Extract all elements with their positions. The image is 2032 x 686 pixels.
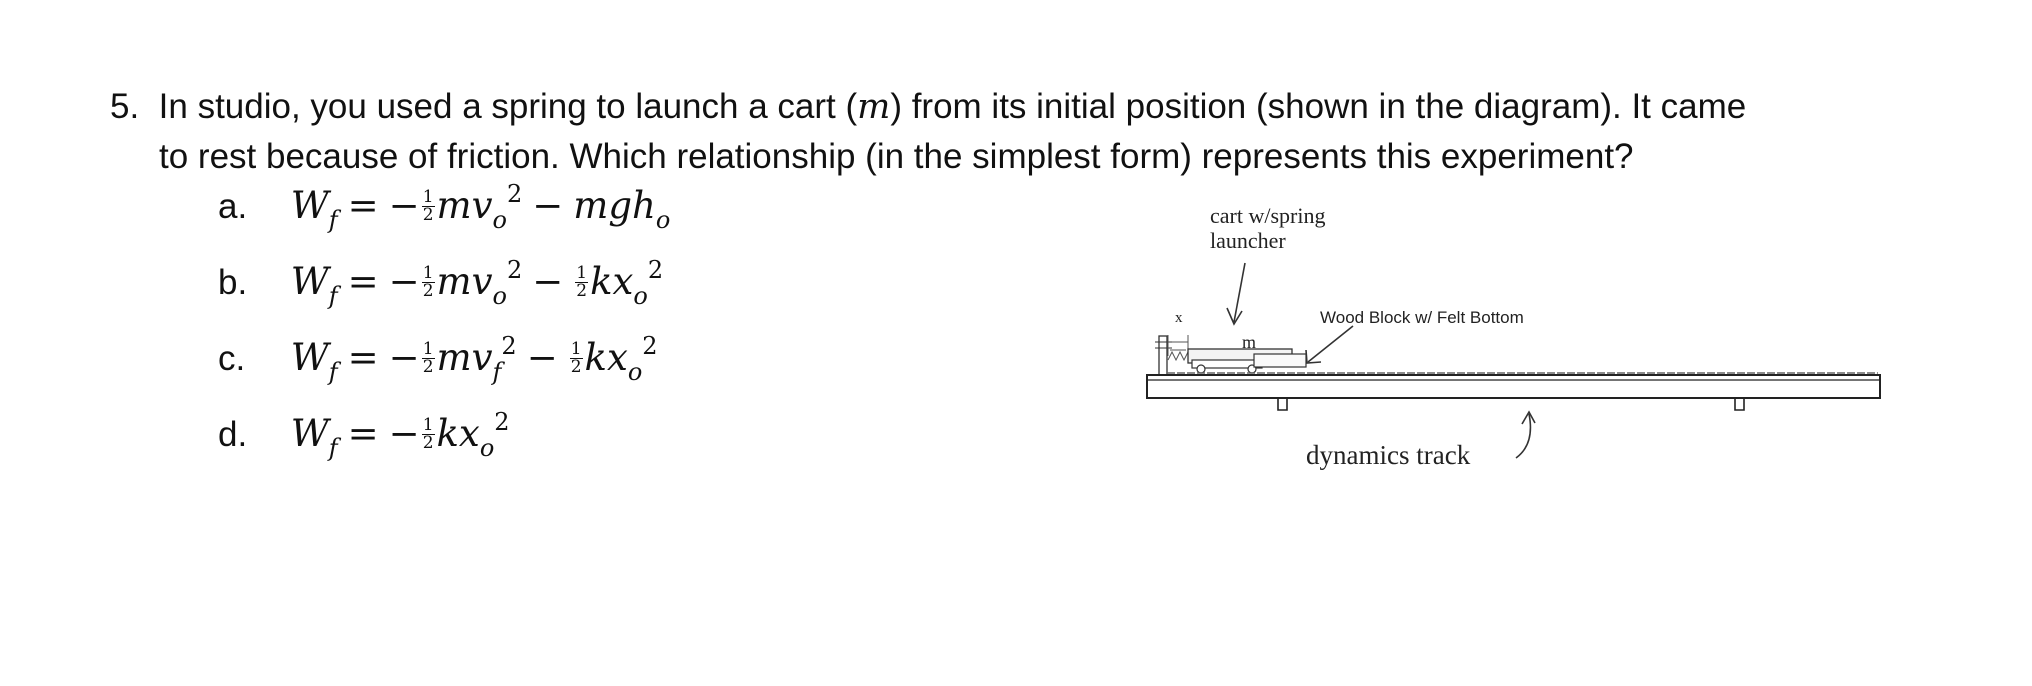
label-cart-line-1: cart w/spring [1210,203,1326,228]
label-cart-launcher: cart w/spring launcher [1210,203,1325,253]
label-mass: m [1242,332,1257,352]
question-text: 5. In studio, you used a spring to launc… [110,82,2010,182]
question-line-1: 5. In studio, you used a spring to launc… [110,82,2010,132]
diagram-drawing [1146,262,1881,459]
math-var-m: m [857,87,891,127]
option-letter: b. [218,263,248,302]
option-letter: d. [218,415,248,454]
question-number: 5. [110,87,140,126]
option-letter: c. [218,339,246,378]
track-body [1146,374,1881,399]
block-pointer-line [1307,325,1354,363]
label-cart-line-2: launcher [1210,228,1286,253]
track-foot-left [1277,398,1288,411]
cart-wheel-rear [1196,364,1206,374]
option-letter: a. [218,187,248,226]
cart-pointer-arrowhead [1226,307,1243,326]
label-dynamics-track: dynamics track [1306,440,1471,470]
question-line-2: to rest because of friction. Which relat… [159,137,1634,176]
track-foot-right [1734,398,1745,411]
track-pointer-arrow [1515,413,1532,459]
label-x: x [1175,310,1183,326]
label-wood-block: Wood Block w/ Felt Bottom [1320,308,1524,327]
cart-track-diagram: cart w/spring launcher x m Wood Block w/… [1130,190,1930,490]
question-line-1-text: In studio, you used a spring to launch a… [158,87,1747,127]
cart-pointer-line [1233,262,1246,323]
wood-block [1253,353,1307,368]
